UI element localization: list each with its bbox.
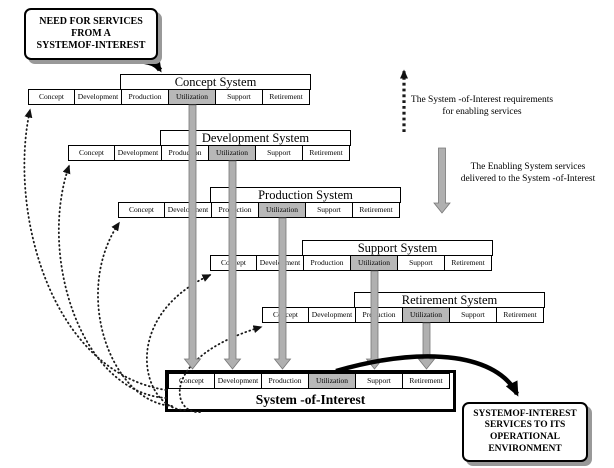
- stage-cell: Concept: [262, 307, 309, 323]
- stage-cell: Concept: [28, 89, 75, 105]
- stage-cell: Development: [115, 145, 162, 161]
- stage-cell: Retirement: [353, 202, 400, 218]
- stage-cell-utilization: Utilization: [309, 373, 356, 389]
- stage-cell: Concept: [118, 202, 165, 218]
- utilization-service-arrow-production: [273, 217, 292, 370]
- stage-cell: Retirement: [263, 89, 310, 105]
- stage-cell: Production: [304, 255, 351, 271]
- need-for-services-callout: NEED FOR SERVICES FROM A SYSTEMOF-INTERE…: [24, 8, 158, 60]
- system-of-interest-box: Concept Development Production Utilizati…: [165, 370, 456, 412]
- utilization-service-arrow-retirement: [417, 322, 436, 370]
- stage-cell: Production: [212, 202, 259, 218]
- system-title-support: Support System: [302, 240, 493, 256]
- legend-requirements-text: The System -of-Interest requirements for…: [410, 95, 554, 117]
- stage-cell: Concept: [210, 255, 257, 271]
- stage-cell-utilization: Utilization: [351, 255, 398, 271]
- system-of-interest-title: System -of-Interest: [255, 392, 366, 407]
- system-title-production: Production System: [210, 187, 401, 203]
- stage-cell: Support: [398, 255, 445, 271]
- stage-cell-utilization: Utilization: [169, 89, 216, 105]
- stage-cell-utilization: Utilization: [259, 202, 306, 218]
- stage-cell: Development: [257, 255, 304, 271]
- stage-cell: Production: [162, 145, 209, 161]
- lifecycle-row-production: Concept Development Production Utilizati…: [118, 202, 400, 218]
- stage-cell: Support: [216, 89, 263, 105]
- lifecycle-row-soi: Concept Development Production Utilizati…: [168, 373, 450, 389]
- stage-cell: Retirement: [303, 145, 350, 161]
- system-title-development: Development System: [160, 130, 351, 146]
- legend-services-arrow: [433, 147, 451, 214]
- legend-services-text: The Enabling System services delivered t…: [460, 162, 596, 184]
- stage-cell: Development: [309, 307, 356, 323]
- system-title-concept: Concept System: [120, 74, 311, 90]
- stage-cell: Development: [215, 373, 262, 389]
- services-to-environment-callout: SYSTEMOF-INTEREST SERVICES TO ITS OPERAT…: [462, 402, 588, 462]
- stage-cell: Development: [75, 89, 122, 105]
- feedback-dotted-arrow-production: [97, 221, 173, 407]
- feedback-dotted-arrow-development: [57, 164, 167, 399]
- stage-cell: Support: [306, 202, 353, 218]
- stage-cell: Development: [165, 202, 212, 218]
- stage-cell: Concept: [168, 373, 215, 389]
- stage-cell: Production: [122, 89, 169, 105]
- stage-cell: Retirement: [497, 307, 544, 323]
- lifecycle-row-retirement: Concept Development Production Utilizati…: [262, 307, 544, 323]
- stage-cell-utilization: Utilization: [209, 145, 256, 161]
- stage-cell-utilization: Utilization: [403, 307, 450, 323]
- stage-cell: Concept: [68, 145, 115, 161]
- stage-cell: Retirement: [445, 255, 492, 271]
- stage-cell: Support: [256, 145, 303, 161]
- stage-cell: Support: [356, 373, 403, 389]
- lifecycle-row-development: Concept Development Production Utilizati…: [68, 145, 350, 161]
- stage-cell: Production: [262, 373, 309, 389]
- lifecycle-row-support: Concept Development Production Utilizati…: [210, 255, 492, 271]
- lifecycle-row-concept: Concept Development Production Utilizati…: [28, 89, 310, 105]
- stage-cell: Production: [356, 307, 403, 323]
- stage-cell: Retirement: [403, 373, 450, 389]
- stage-cell: Support: [450, 307, 497, 323]
- system-title-retirement: Retirement System: [354, 292, 545, 308]
